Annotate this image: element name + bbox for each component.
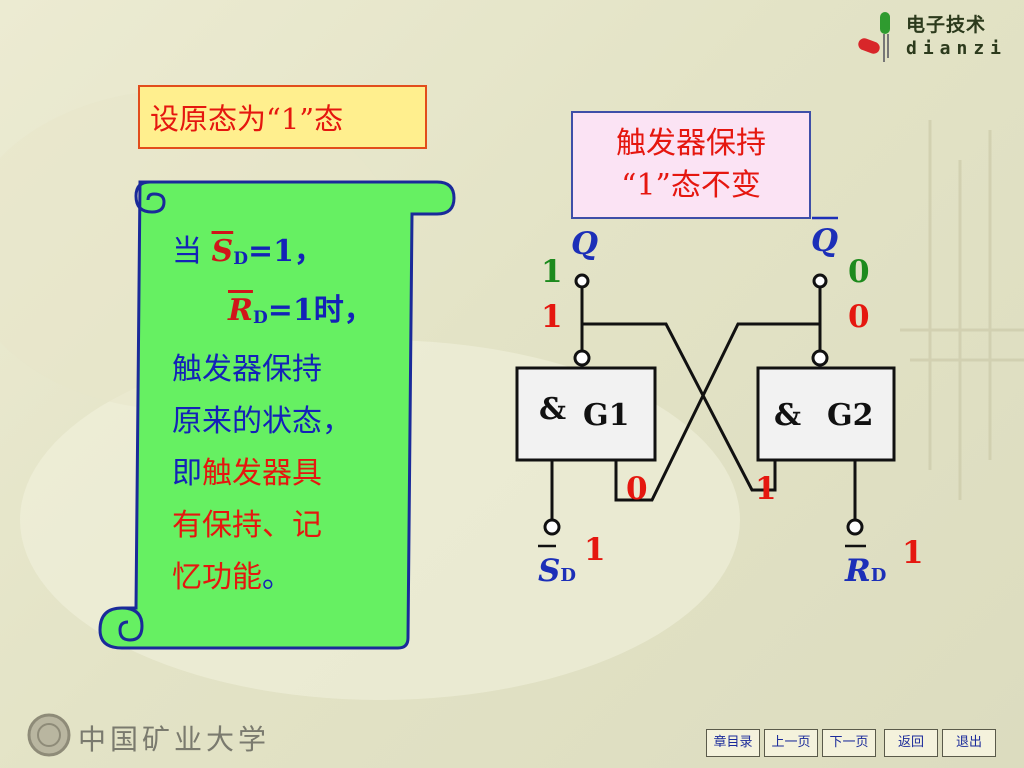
scroll-line-1: 当 SD=1， [172,234,324,269]
q-terminal [574,273,590,289]
sd-symbol: S [211,234,234,269]
g2-inversion-bubble [811,349,829,367]
scroll-explanation: 当 SD=1， RD=1时， 触发器保持 原来的状态， 即触发器具 有保持、记 … [172,226,397,604]
sd-value: 1 [584,532,606,568]
sd-label: SD [538,553,576,589]
q-previous-value: 1 [541,254,563,290]
university-logo: 中国矿业大学 [26,712,286,762]
gate-g2-box [756,366,896,462]
qbar-new-value: 0 [848,299,870,335]
q-feedback-wire [582,322,777,492]
qbar-previous-value: 0 [848,254,870,290]
rd-terminal [846,518,864,536]
rd-label: RD [845,553,887,589]
g2-and-symbol: & [774,398,802,433]
scroll-line-5: 即触发器具 [172,456,322,491]
g1-name: G1 [583,398,630,433]
qbar-label: Q [811,223,839,259]
scroll-line-6: 有保持、记 [172,508,322,543]
brand-subtitle: dianzi [906,38,1008,59]
g2-name: G2 [827,398,874,433]
hold-label-line2: “1”态不变 [621,168,761,203]
g1-inversion-bubble [573,349,591,367]
brand-logo: 电子技术 dianzi [852,8,1012,68]
brand-title: 电子技术 [906,14,987,36]
university-emblem-icon [27,713,71,757]
led-icon [858,12,890,62]
university-name: 中国矿业大学 [78,723,271,756]
g1-feedback-input-value: 0 [626,471,648,507]
return-button[interactable]: 返回 [884,729,938,757]
scroll-line-7: 忆功能。 [172,560,292,595]
state-note-box: 设原态为“1”态 [138,85,427,149]
chapter-contents-button[interactable]: 章目录 [706,729,760,757]
previous-page-button[interactable]: 上一页 [764,729,818,757]
scroll-line-2: RD=1时， [228,293,374,328]
rd-symbol: R [228,293,253,328]
rd-value: 1 [902,535,924,571]
gate-g1-box [515,366,657,462]
sd-terminal [543,518,561,536]
state-note-text: 设原态为“1”态 [150,102,344,136]
scroll-line-3: 触发器保持 [172,352,322,387]
q-new-value: 1 [541,299,563,335]
hold-label-line1: 触发器保持 [616,126,766,161]
hold-state-label: 触发器保持 “1”态不变 [571,111,811,219]
qbar-terminal [812,273,828,289]
g1-and-symbol: & [539,392,567,427]
q-label: Q [571,226,599,262]
exit-button[interactable]: 退出 [942,729,996,757]
scroll-line-4: 原来的状态， [172,404,352,439]
qbar-feedback-wire [614,322,820,502]
scroll-panel [98,180,456,650]
g2-feedback-input-value: 1 [755,471,777,507]
next-page-button[interactable]: 下一页 [822,729,876,757]
